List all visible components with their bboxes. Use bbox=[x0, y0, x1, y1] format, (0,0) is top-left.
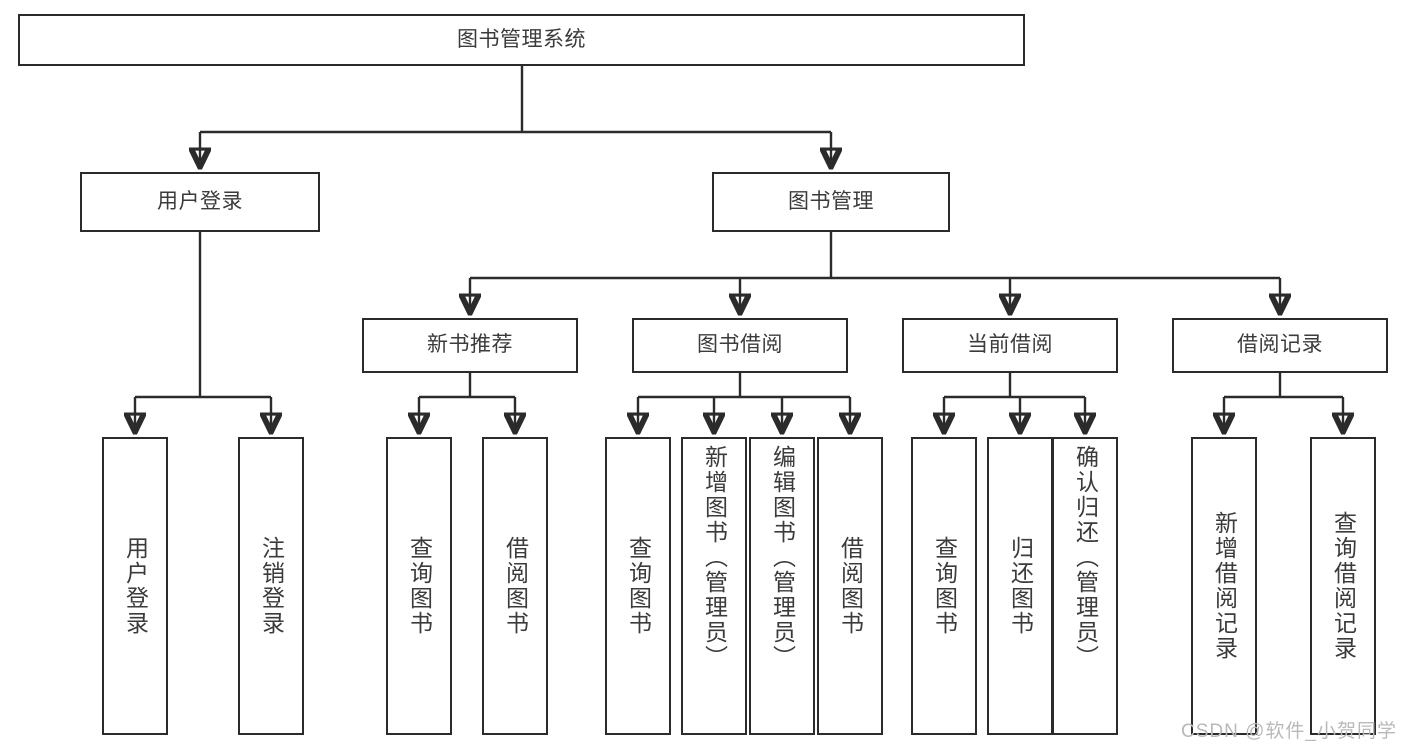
node-c-query[interactable]: 查询图书 bbox=[911, 437, 977, 735]
node-label: 归还图书 bbox=[1007, 536, 1034, 636]
node-label: 图书管理 bbox=[788, 189, 874, 213]
node-b-query[interactable]: 查询图书 bbox=[605, 437, 671, 735]
node-label: 查询图书 bbox=[625, 536, 652, 636]
node-login[interactable]: 用户登录 bbox=[80, 172, 320, 232]
node-label: 注销登录 bbox=[258, 536, 285, 636]
node-label: 图书管理系统 bbox=[457, 27, 586, 51]
node-bookmgmt[interactable]: 图书管理 bbox=[712, 172, 950, 232]
node-label: 查询图书 bbox=[406, 536, 433, 636]
node-newbook[interactable]: 新书推荐 bbox=[362, 318, 578, 373]
node-r-query[interactable]: 查询借阅记录 bbox=[1310, 437, 1376, 735]
node-label: 确认归还（管理员） bbox=[1072, 445, 1099, 670]
node-label: 图书借阅 bbox=[697, 333, 783, 357]
node-label: 查询图书 bbox=[931, 536, 958, 636]
watermark-label: CSDN @软件_小贺同学 bbox=[1181, 721, 1397, 742]
node-r-add[interactable]: 新增借阅记录 bbox=[1191, 437, 1257, 735]
node-label: 新书推荐 bbox=[427, 333, 513, 357]
node-n-query[interactable]: 查询图书 bbox=[386, 437, 452, 735]
node-c-confirm[interactable]: 确认归还（管理员） bbox=[1052, 437, 1118, 735]
node-label: 借阅图书 bbox=[502, 536, 529, 636]
node-b-lend[interactable]: 借阅图书 bbox=[817, 437, 883, 735]
node-root[interactable]: 图书管理系统 bbox=[18, 14, 1025, 66]
node-n-borrow[interactable]: 借阅图书 bbox=[482, 437, 548, 735]
node-label: 用户登录 bbox=[157, 189, 243, 213]
node-b-edit[interactable]: 编辑图书（管理员） bbox=[749, 437, 815, 735]
node-l-login[interactable]: 用户登录 bbox=[102, 437, 168, 735]
node-l-logout[interactable]: 注销登录 bbox=[238, 437, 304, 735]
node-label: 借阅记录 bbox=[1237, 333, 1323, 357]
node-records[interactable]: 借阅记录 bbox=[1172, 318, 1388, 373]
node-label: 新增图书（管理员） bbox=[701, 445, 728, 670]
node-label: 新增借阅记录 bbox=[1211, 511, 1238, 661]
node-current[interactable]: 当前借阅 bbox=[902, 318, 1118, 373]
node-label: 查询借阅记录 bbox=[1330, 511, 1357, 661]
node-label: 借阅图书 bbox=[837, 536, 864, 636]
node-b-add[interactable]: 新增图书（管理员） bbox=[681, 437, 747, 735]
node-label: 当前借阅 bbox=[967, 333, 1053, 357]
node-borrow[interactable]: 图书借阅 bbox=[632, 318, 848, 373]
node-c-return[interactable]: 归还图书 bbox=[987, 437, 1053, 735]
node-label: 用户登录 bbox=[122, 536, 149, 636]
node-label: 编辑图书（管理员） bbox=[769, 445, 796, 670]
edge-paths bbox=[135, 66, 1343, 430]
